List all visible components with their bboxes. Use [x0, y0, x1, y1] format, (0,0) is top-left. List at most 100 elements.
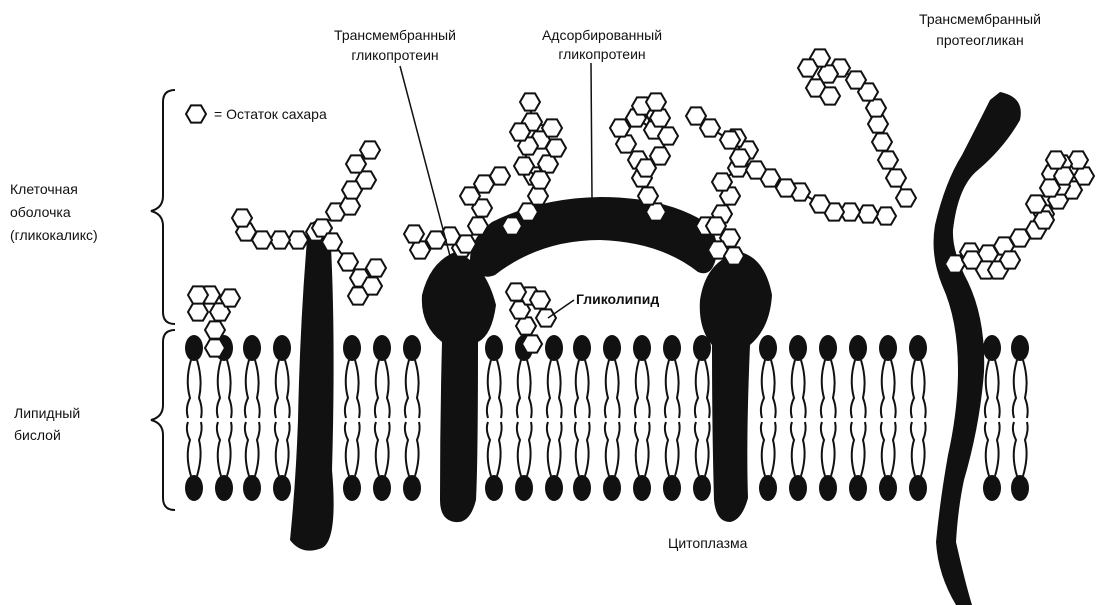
sugar-chain	[312, 141, 380, 236]
cell-coat-label-line1: Клеточная	[10, 180, 78, 198]
sugar-residue	[876, 207, 896, 224]
adsorbed-glycoprotein-label-line1: Адсорбированный	[507, 26, 697, 44]
sugar-residue	[536, 309, 556, 326]
sugar-residue	[878, 151, 898, 168]
sugar-residue	[220, 289, 240, 306]
sugar-residue-legend: = Остаток сахара	[214, 105, 327, 123]
lipid-molecule	[1011, 335, 1029, 501]
sugar-residue	[530, 291, 550, 308]
sugar-residue	[490, 167, 510, 184]
sugar-residue	[616, 135, 636, 152]
adsorbed-glycoprotein	[470, 197, 717, 277]
sugar-residue	[356, 171, 376, 188]
lipid-molecule	[215, 335, 233, 501]
sugar-residue	[724, 247, 744, 264]
sugar-residue	[522, 335, 542, 352]
sugar-residue	[520, 93, 540, 110]
sugar-residue	[348, 287, 368, 304]
sugar-residue	[338, 253, 358, 270]
cell-coat-label-line3: (гликокаликс)	[10, 226, 98, 244]
sugar-residue	[1034, 211, 1054, 228]
leader-adsorbed-glycoprotein	[591, 63, 592, 199]
sugar-residue	[1026, 195, 1046, 212]
lipid-molecule	[983, 335, 1001, 501]
lipid-molecule	[403, 335, 421, 501]
lipid-molecule	[879, 335, 897, 501]
sugar-residue	[528, 187, 548, 204]
sugar-residue	[610, 119, 630, 136]
sugar-residue	[1074, 167, 1094, 184]
sugar-residue	[886, 169, 906, 186]
sugar-residue	[468, 217, 488, 234]
sugar-residue	[776, 179, 796, 196]
lipid-molecule	[909, 335, 927, 501]
transmembrane-glycoprotein-label-line1: Трансмембранный	[295, 26, 495, 44]
cytoplasm-label: Цитоплазма	[668, 534, 747, 552]
transmembrane-glycoprotein-label-line2: гликопротеин	[295, 46, 495, 64]
lipid-molecule	[545, 335, 563, 501]
lipid-bilayer-label-line2: бислой	[14, 426, 61, 444]
lipid-molecule	[373, 335, 391, 501]
sugar-residue	[340, 197, 360, 214]
sugar-residue	[205, 321, 225, 338]
sugar-residue	[346, 155, 366, 172]
sugar-residue	[658, 127, 678, 144]
sugar-residue	[188, 303, 208, 320]
sugar-residue	[686, 107, 706, 124]
sugar-residue	[858, 205, 878, 222]
sugar-residue	[866, 99, 886, 116]
lipid-molecule	[515, 335, 533, 501]
lipid-molecule	[485, 335, 503, 501]
lipid-molecule	[819, 335, 837, 501]
sugar-residue	[322, 233, 342, 250]
sugar-residue	[530, 171, 550, 188]
lipid-molecule	[633, 335, 651, 501]
lipid-molecule	[243, 335, 261, 501]
lipid-molecule	[789, 335, 807, 501]
sugar-residue	[712, 173, 732, 190]
transmembrane-proteoglycan	[934, 92, 1021, 605]
sugar-residue	[542, 119, 562, 136]
cell-coat-brace	[151, 90, 175, 324]
sugar-residue	[646, 203, 666, 220]
sugar-residue	[538, 155, 558, 172]
sugar-residue	[404, 225, 424, 242]
transmembrane-proteoglycan-label-line1: Трансмембранный	[880, 10, 1080, 28]
lipid-molecule	[273, 335, 291, 501]
sugar-residue	[868, 115, 888, 132]
sugar-residue	[1000, 251, 1020, 268]
adsorbed-glycoprotein-label-line2: гликопротеин	[507, 45, 697, 63]
lipid-molecule	[185, 335, 203, 501]
sugar-residue	[456, 235, 476, 252]
transmembrane-protein-left	[290, 220, 334, 551]
transmembrane-proteoglycan-label-line2: протеогликан	[880, 31, 1080, 49]
sugar-residue	[810, 195, 830, 212]
transmembrane-glycoprotein	[422, 252, 496, 522]
sugar-residue	[188, 286, 208, 303]
sugar-residue	[516, 317, 536, 334]
sugar-residue	[638, 187, 658, 204]
cell-coat-label-line2: оболочка	[10, 203, 71, 221]
sugar-residue	[945, 255, 965, 272]
sugar-residue	[366, 259, 386, 276]
sugar-residue	[896, 189, 916, 206]
lipid-molecule	[603, 335, 621, 501]
lipid-molecule	[343, 335, 361, 501]
lipid-molecule	[849, 335, 867, 501]
sugar-residue	[646, 93, 666, 110]
sugar-residue	[730, 149, 750, 166]
sugar-residue	[846, 71, 866, 88]
sugar-residue	[746, 161, 766, 178]
bilayer-brace	[151, 330, 175, 510]
sugar-residue	[650, 109, 670, 126]
sugar-residue	[232, 209, 252, 226]
sugar-residue	[506, 283, 526, 300]
lipid-molecule	[693, 335, 711, 501]
sugar-residue-icon	[186, 105, 206, 122]
sugar-residue	[1046, 151, 1066, 168]
sugar-residue	[360, 141, 380, 158]
sugar-residue	[510, 123, 530, 140]
lipid-molecule	[573, 335, 591, 501]
lipid-bilayer-label-line1: Липидный	[14, 404, 80, 422]
